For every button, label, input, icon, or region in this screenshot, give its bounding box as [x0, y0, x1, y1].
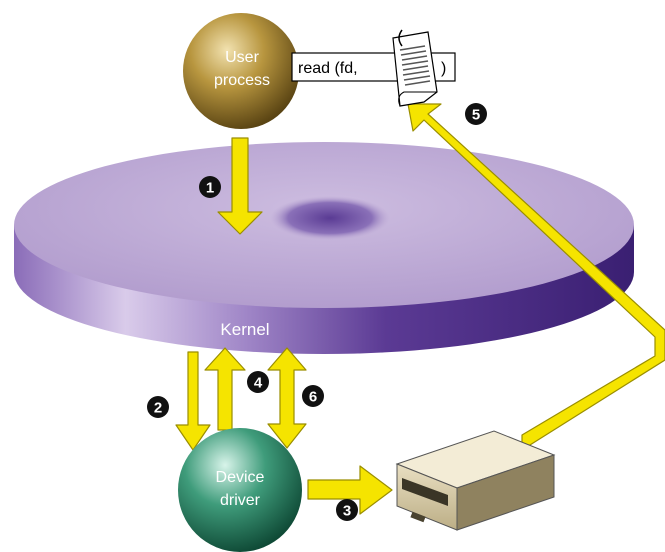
device-driver-label-line2: driver: [220, 492, 261, 509]
svg-text:4: 4: [254, 375, 263, 392]
read-call-text: read (fd,: [298, 60, 358, 77]
user-process-sphere: [183, 13, 299, 129]
read-call: read (fd, ): [291, 29, 456, 107]
arrow-1-user-to-kernel: [217, 137, 263, 235]
svg-text:2: 2: [154, 400, 162, 417]
disk-drive-icon: [395, 430, 556, 531]
device-driver-label-line1: Device: [216, 469, 265, 486]
step-badge-2: 2: [147, 396, 169, 418]
arrow-2-kernel-to-driver: [175, 351, 211, 451]
arrow-5-device-to-user: [407, 103, 665, 451]
step-badge-5: 5: [465, 103, 487, 125]
user-process-node: User process: [183, 13, 299, 129]
step-badges: 1 2 3 4 5 6: [147, 103, 487, 521]
kernel-label: Kernel: [220, 320, 269, 339]
read-call-close-paren: ): [441, 60, 446, 77]
arrow-3-driver-to-device: [307, 465, 393, 515]
user-process-label-line1: User: [225, 49, 259, 66]
arrow-6-kernel-driver: [267, 347, 307, 449]
user-process-label-line2: process: [214, 72, 270, 89]
step-badge-6: 6: [302, 385, 324, 407]
step-badge-3: 3: [336, 499, 358, 521]
kernel-disc: Kernel: [14, 142, 634, 354]
step-badge-4: 4: [247, 371, 269, 393]
step-badge-1: 1: [199, 176, 221, 198]
svg-text:1: 1: [206, 180, 214, 197]
arrow-4-driver-to-kernel: [204, 347, 246, 431]
svg-text:3: 3: [343, 503, 351, 520]
device-driver-sphere: [178, 428, 302, 552]
document-icon: [392, 29, 438, 107]
svg-text:6: 6: [309, 389, 317, 406]
device-driver-node: Device driver: [178, 428, 302, 552]
svg-text:5: 5: [472, 107, 480, 124]
kernel-disc-dent: [270, 196, 390, 240]
